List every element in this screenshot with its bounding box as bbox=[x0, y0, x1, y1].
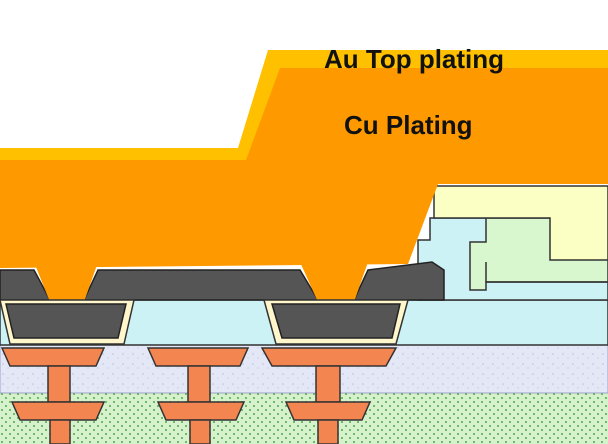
pad-right bbox=[263, 299, 409, 345]
cu-via-fill-right bbox=[300, 262, 368, 302]
pad-left bbox=[0, 299, 135, 345]
green-step-outline bbox=[485, 262, 608, 283]
cu-plating-label: Cu Plating bbox=[344, 110, 473, 140]
cu-plating-layer bbox=[0, 68, 608, 268]
via-stack-middle bbox=[146, 347, 250, 444]
au-top-plating-label: Au Top plating bbox=[324, 44, 505, 74]
via-stack-right bbox=[260, 347, 398, 444]
cu-via-fill-left bbox=[34, 262, 98, 302]
via-stack-left bbox=[0, 347, 106, 444]
